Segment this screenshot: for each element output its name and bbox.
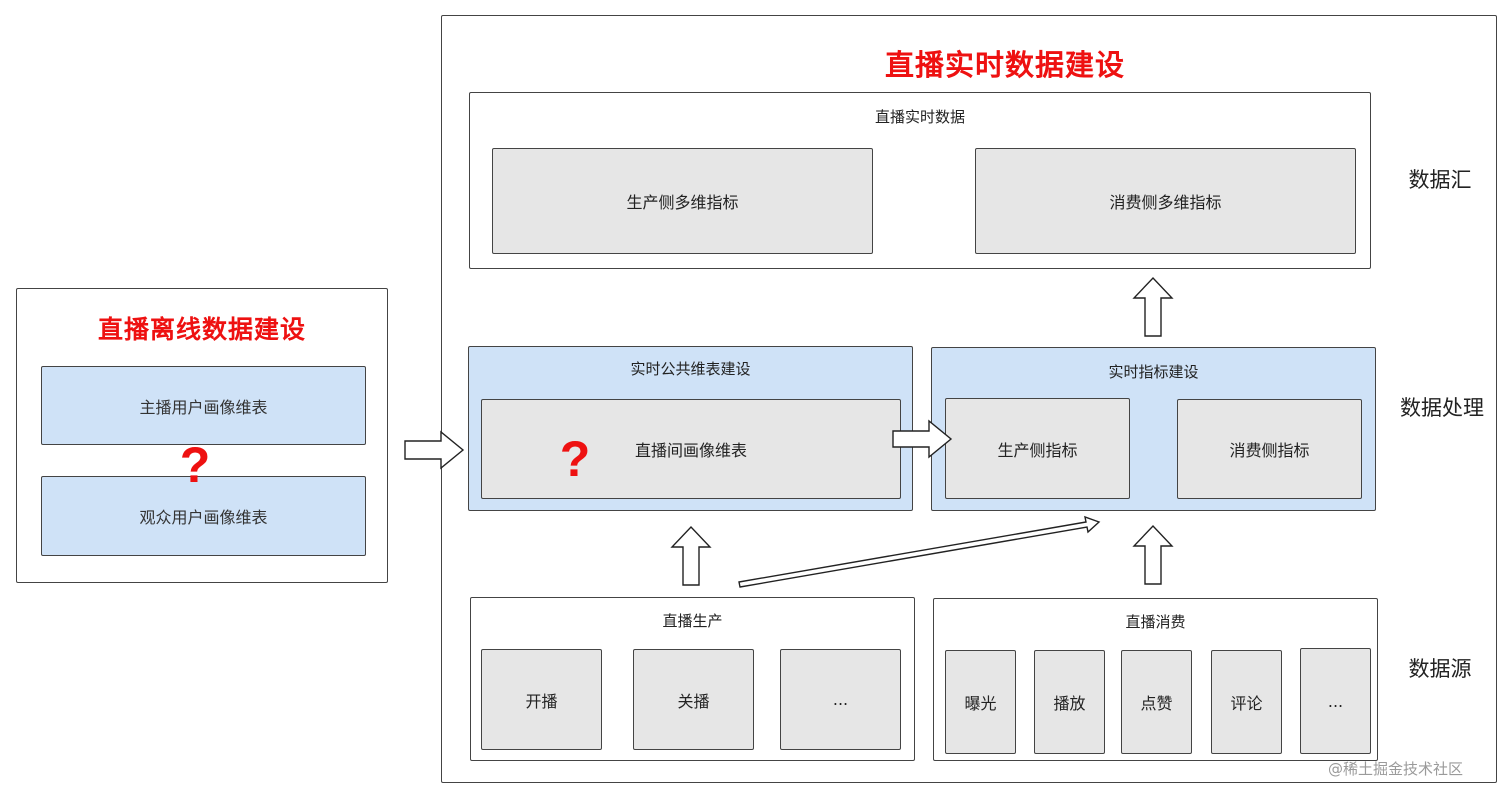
arrow-dimension-to-metrics [892,419,953,459]
anchor-profile-table: 主播用户画像维表 [41,366,366,445]
live-room-profile-table: 直播间画像维表 [481,399,901,499]
event-stop-live: 关播 [633,649,754,750]
production-metrics: 生产侧指标 [945,398,1130,499]
arrow-production-to-metrics [738,515,1101,588]
watermark: @稀土掘金技术社区 [1328,760,1464,778]
layer-label-sink: 数据汇 [1408,168,1472,192]
viewer-profile-table: 观众用户画像维表 [41,476,366,556]
live-consumption-title: 直播消费 [1125,613,1186,631]
realtime-metrics-title: 实时指标建设 [1108,363,1199,381]
layer-label-processing: 数据处理 [1400,396,1484,420]
layer-label-source: 数据源 [1408,657,1472,681]
consumption-multidim-metrics: 消费侧多维指标 [975,148,1356,254]
event-play: 播放 [1034,650,1105,754]
event-exposure: 曝光 [945,650,1016,754]
realtime-data-sink-title: 直播实时数据 [874,108,965,126]
realtime-title: 直播实时数据建设 [884,48,1125,82]
arrow-metrics-to-sink [1132,276,1174,337]
dimension-question-mark: ? [559,431,591,487]
event-start-live: 开播 [481,649,602,750]
event-like: 点赞 [1121,650,1192,754]
arrow-production-to-dimension [670,525,712,586]
production-multidim-metrics: 生产侧多维指标 [492,148,873,254]
realtime-dimension-title: 实时公共维表建设 [630,360,751,378]
offline-question-mark: ? [179,437,211,493]
event-production-more: ... [780,649,901,750]
arrow-offline-to-realtime [404,430,465,470]
event-consumption-more: ... [1300,648,1371,754]
event-comment: 评论 [1211,650,1282,754]
live-production-title: 直播生产 [662,612,723,630]
offline-title: 直播离线数据建设 [97,315,306,344]
arrow-consumption-to-metrics [1132,524,1174,585]
consumption-metrics: 消费侧指标 [1177,399,1362,499]
